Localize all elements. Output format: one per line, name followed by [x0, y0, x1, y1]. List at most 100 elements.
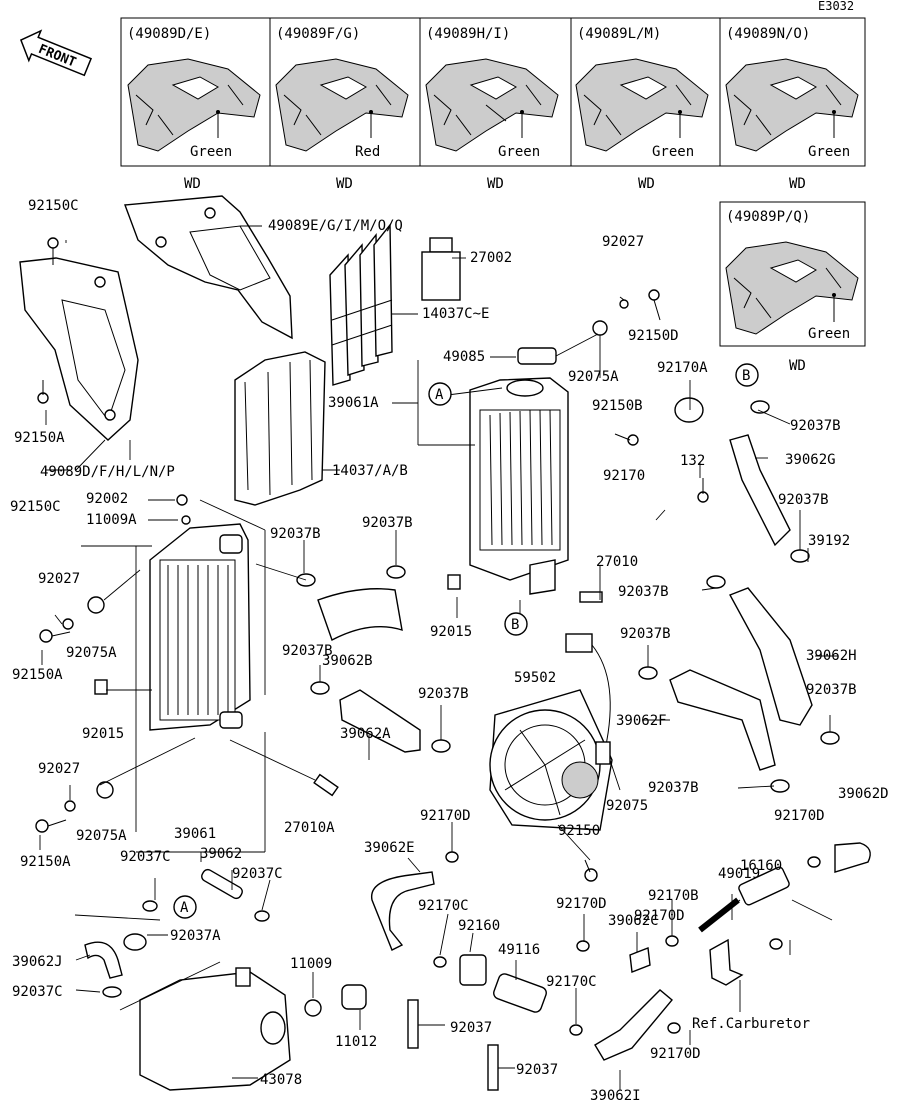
decal-note: WD [789, 176, 806, 192]
part-number-label: 92150A [14, 430, 65, 446]
part-number-label: 39062J [12, 954, 63, 970]
part-number-label: 16160 [740, 858, 782, 874]
hose-clamp-icon [123, 933, 147, 951]
decal-box-4: (49089L/M) Green WD [575, 26, 709, 192]
decal-code: (49089N/O) [726, 26, 810, 42]
hose-clamp-icon [310, 681, 330, 695]
part-number-label: 92037C [120, 849, 171, 865]
part-number-label: 92150B [592, 398, 643, 414]
part-number-label: 92170D [650, 1046, 701, 1062]
decal-code: (49089F/G) [276, 26, 360, 42]
part-number-label: 14037/A/B [332, 463, 408, 479]
decal-box-3: (49089H/I) Green WD [425, 26, 559, 192]
grommet-icon [176, 494, 188, 506]
callout-b-1: B [735, 363, 759, 387]
part-number-label: 11009 [290, 956, 332, 972]
shroud-decal-icon [127, 58, 261, 152]
svg-text:A: A [435, 387, 444, 403]
filter-11012 [341, 984, 367, 1010]
radiator-cap [421, 237, 461, 301]
part-number-label: 39061A [328, 395, 379, 411]
part-number-label: 92075A [76, 828, 127, 844]
temp-sensor-icon [579, 591, 603, 603]
part-number-label: 92037A [170, 928, 221, 944]
part-number-label: 92002 [86, 491, 128, 507]
decal-color: Green [652, 144, 694, 160]
part-number-label: 92027 [602, 234, 644, 250]
part-number-label: 92037 [516, 1062, 558, 1078]
decal-color: Red [355, 144, 380, 160]
cooling-fan [489, 633, 613, 831]
grommet-icon [181, 515, 191, 525]
hose-clamp-icon [142, 900, 158, 912]
part-number-label: 39062D [838, 786, 889, 802]
bolt-icon [35, 819, 67, 833]
part-number-label: 92150 [558, 823, 600, 839]
decal-color: Green [190, 144, 232, 160]
grommet-icon [64, 800, 76, 812]
part-number-label: 92037B [620, 626, 671, 642]
part-number-label: 92037B [790, 418, 841, 434]
shroud-decal-icon [725, 241, 859, 335]
part-number-label: 59502 [514, 670, 556, 686]
bracket-92037-b [487, 1044, 499, 1091]
part-number-label: 49089E/G/I/M/O/Q [268, 218, 403, 234]
part-number-label: 39062G [785, 452, 836, 468]
part-number-label: 92037B [282, 643, 333, 659]
shroud-decal-icon [425, 58, 559, 152]
part-number-label: 39062B [322, 653, 373, 669]
decal-box-row [120, 17, 866, 167]
fuel-pump [493, 973, 547, 1013]
part-number-label: 132 [680, 453, 705, 469]
part-number-label: 27002 [470, 250, 512, 266]
decal-color: Green [498, 144, 540, 160]
hose-clamp-icon [638, 666, 658, 680]
part-number-label: 92170D [634, 908, 685, 924]
hose-clamp-icon [820, 731, 840, 745]
hose-39062J [84, 941, 123, 979]
part-number-label: 39061 [174, 826, 216, 842]
left-shroud [19, 257, 139, 441]
part-number-label: 92160 [458, 918, 500, 934]
part-number-label: 39062E [364, 840, 415, 856]
bracket-92160 [459, 954, 487, 986]
shroud-decal-icon [275, 58, 409, 152]
front-arrow-icon: FRONT [19, 29, 93, 77]
part-number-label: 92170A [657, 360, 708, 376]
damper-49085 [517, 347, 557, 365]
part-number-label: 92170C [546, 974, 597, 990]
radiator-guard [234, 351, 326, 506]
part-number-label: 49019 [718, 866, 760, 882]
temp-sensor-icon [313, 773, 339, 797]
part-number-label: 92027 [38, 761, 80, 777]
part-number-label: 39062 [200, 846, 242, 862]
part-number-label: 92150A [20, 854, 71, 870]
part-number-label: 39062C [608, 913, 659, 929]
decal-box-5: (49089N/O) Green WD [725, 26, 859, 192]
part-number-label: 27010 [596, 554, 638, 570]
hose-clamp-icon [807, 856, 821, 868]
hose-39062C [629, 947, 651, 973]
overflow-tank [139, 967, 291, 1091]
decal-code: (49089P/Q) [726, 209, 810, 225]
part-number-label: 92015 [430, 624, 472, 640]
part-number-label: 92075 [606, 798, 648, 814]
hose-clamp-icon [102, 986, 122, 998]
hose-39062D [834, 842, 871, 873]
hose-39062F [669, 669, 776, 771]
left-radiator [149, 523, 251, 731]
callout-a-2: A [173, 895, 197, 919]
hose-clamp-icon [569, 1024, 583, 1036]
decal-color: Green [808, 144, 850, 160]
part-number-label: 92150D [628, 328, 679, 344]
decal-color: Green [808, 326, 850, 342]
hose-clamp-icon [750, 400, 770, 414]
hose-39062A [339, 689, 421, 753]
part-number-label: 49116 [498, 942, 540, 958]
part-number-label: 92037 [450, 1020, 492, 1036]
part-number-label: 92037C [12, 984, 63, 1000]
part-number-label: 39062F [616, 713, 667, 729]
part-number-label: Ref.Carburetor [692, 1016, 810, 1032]
